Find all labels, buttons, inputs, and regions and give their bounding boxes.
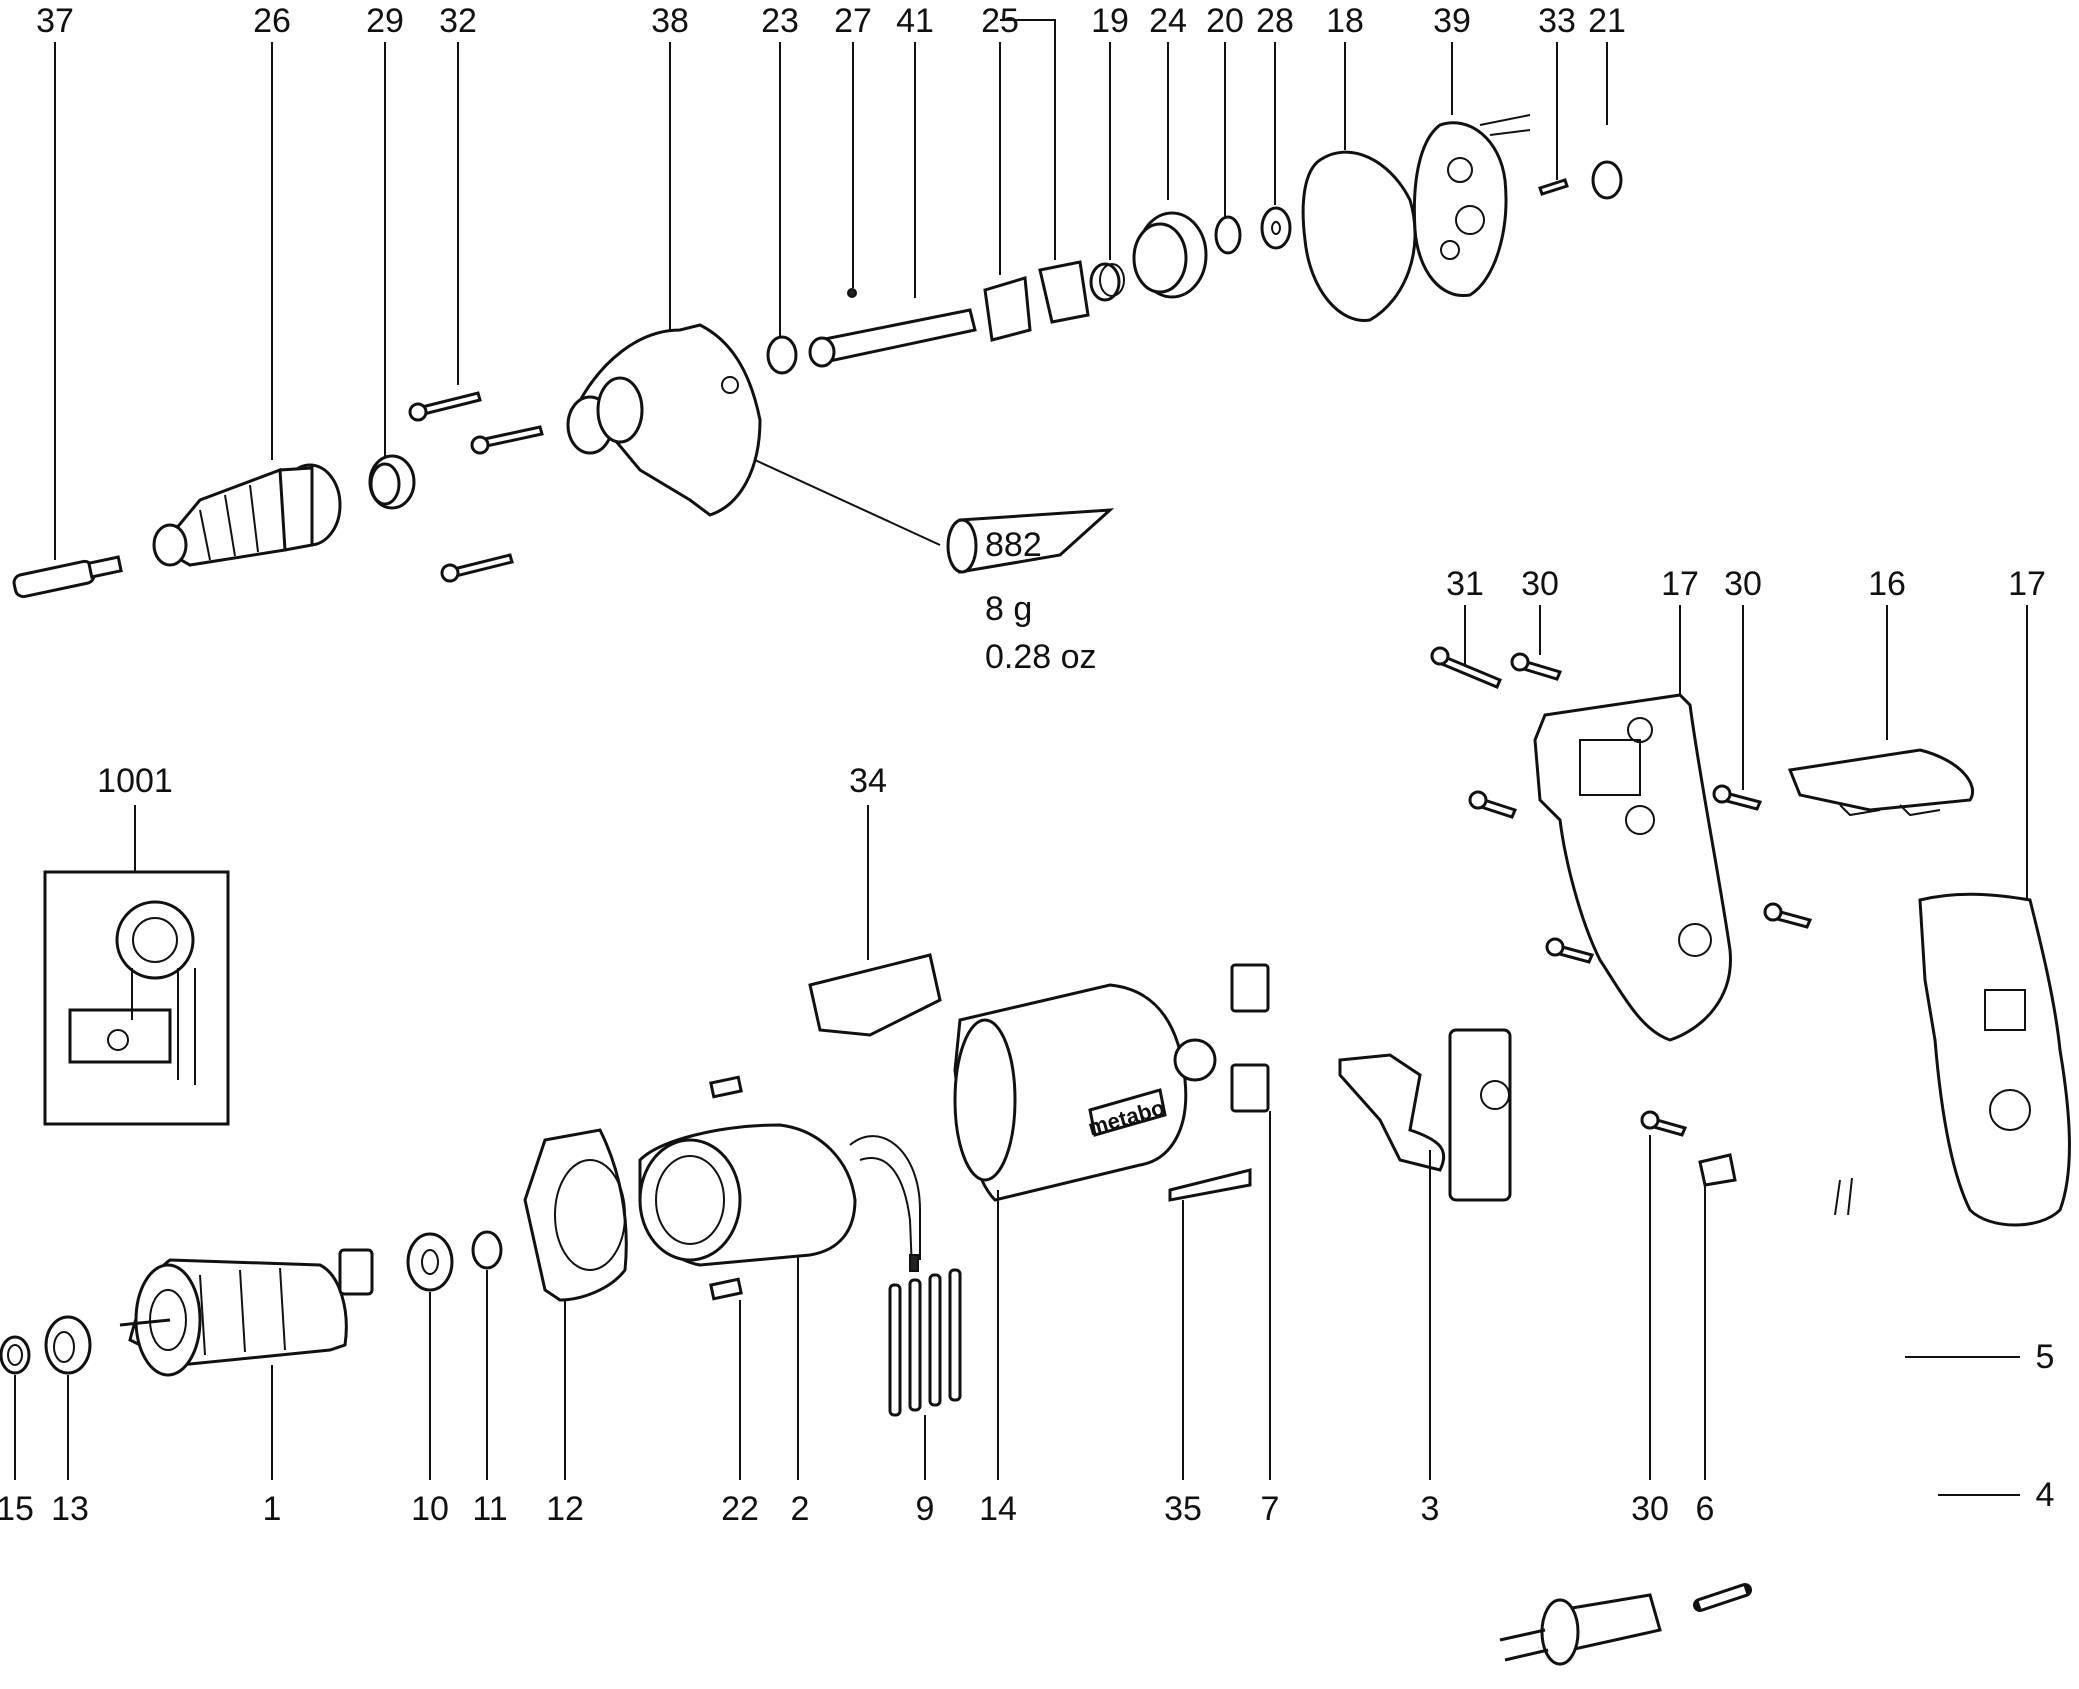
grease-code: 882	[985, 526, 1042, 564]
part-4-5-power-cord: 5 4	[1499, 1177, 2055, 1666]
part-17-handle-half-right	[1918, 892, 2071, 1227]
label-14: 14	[979, 1490, 1017, 1528]
top-leader-lines	[54, 19, 1608, 560]
part-11-ring	[471, 1230, 503, 1270]
label-39: 39	[1433, 2, 1471, 40]
mid-right-labels: 31 30 17 30 16 17	[1446, 565, 2046, 900]
label-3: 3	[1421, 1490, 1440, 1528]
part-22-brushes	[709, 1075, 743, 1301]
part-30-31-screws	[1430, 646, 1813, 1137]
part-16-switch-cover	[1787, 748, 1974, 817]
label-12: 12	[546, 1490, 584, 1528]
label-18: 18	[1326, 2, 1364, 40]
part-24-gear	[1132, 211, 1208, 299]
label-24: 24	[1149, 2, 1187, 40]
label-23: 23	[761, 2, 799, 40]
label-30a: 30	[1521, 565, 1559, 603]
part-19-spring	[1089, 262, 1125, 302]
bottom-leader-lines	[14, 1111, 1706, 1480]
grease-weight-g: 8 g	[985, 590, 1032, 628]
part-37-bit-holder	[12, 555, 123, 599]
part-10-bearing	[406, 1232, 454, 1292]
part-13-bearing	[44, 1315, 92, 1375]
label-37: 37	[36, 2, 74, 40]
label-26: 26	[253, 2, 291, 40]
label-16: 16	[1868, 565, 1906, 603]
part-3-switch	[1338, 1028, 1512, 1202]
part-33-screw	[1538, 178, 1569, 196]
bottom-labels: 15 13 1 10 11 12 22 2 9 14 35 7 3 30 6	[0, 1490, 1714, 1528]
label-22: 22	[721, 1490, 759, 1528]
part-38-gear-housing	[566, 323, 762, 517]
part-14-motor-housing: metabo	[953, 983, 1217, 1202]
label-31: 31	[1446, 565, 1484, 603]
label-2: 2	[791, 1490, 810, 1528]
label-20: 20	[1206, 2, 1244, 40]
label-13: 13	[51, 1490, 89, 1528]
part-2-stator	[638, 1123, 921, 1272]
part-32-screws	[408, 391, 544, 583]
label-30c: 30	[1631, 1490, 1669, 1528]
label-1001: 1001	[97, 762, 173, 800]
part-9-pins	[888, 1268, 962, 1417]
label-28: 28	[1256, 2, 1294, 40]
label-10: 10	[411, 1490, 449, 1528]
grease-weight-oz: 0.28 oz	[985, 638, 1097, 676]
label-9: 9	[916, 1490, 935, 1528]
label-17b: 17	[2008, 565, 2046, 603]
label-11: 11	[472, 1490, 507, 1528]
label-30b: 30	[1724, 565, 1762, 603]
label-35: 35	[1164, 1490, 1202, 1528]
label-29: 29	[366, 2, 404, 40]
part-39-bearing-plate	[1412, 114, 1531, 298]
label-5: 5	[2036, 1338, 2055, 1376]
label-15: 15	[0, 1490, 34, 1528]
part-12-fan-baffle	[523, 1128, 628, 1302]
label-17a: 17	[1661, 565, 1699, 603]
label-7: 7	[1261, 1490, 1280, 1528]
grease-tube-882: 882 8 g 0.28 oz	[946, 508, 1115, 676]
part-6-cord-clamp	[1698, 1153, 1737, 1187]
part-28-washer	[1260, 206, 1292, 250]
label-34: 34	[849, 762, 887, 800]
part-25-clutch	[983, 260, 1090, 342]
part-1-armature	[119, 1248, 374, 1377]
label-32: 32	[439, 2, 477, 40]
part-23-washer	[766, 335, 798, 375]
part-7-suppressors	[1230, 963, 1270, 1113]
part-18-gasket	[1301, 150, 1417, 322]
label-19: 19	[1091, 2, 1129, 40]
part-15-ring	[0, 1335, 31, 1375]
part-21-nut	[1591, 160, 1623, 200]
label-33: 33	[1538, 2, 1576, 40]
label-1: 1	[263, 1490, 282, 1528]
part-20-bearing	[1214, 215, 1242, 255]
part-27-ball	[847, 288, 857, 298]
inset-1001-wiring: 1001	[43, 762, 230, 1126]
top-labels: 37 26 29 32 38 23 27 41 25 19 24 20 28 1…	[36, 2, 1626, 40]
label-4: 4	[2036, 1476, 2055, 1514]
grease-leader	[754, 459, 941, 546]
label-38: 38	[651, 2, 689, 40]
part-17-handle-half-left	[1533, 693, 1732, 1042]
part-26-chuck	[152, 463, 342, 567]
part-41-spindle	[808, 308, 977, 368]
label-6: 6	[1696, 1490, 1715, 1528]
part-34-plate: 34	[808, 762, 942, 1037]
label-21: 21	[1588, 2, 1626, 40]
label-41: 41	[896, 2, 934, 40]
label-27: 27	[834, 2, 872, 40]
part-35-label	[1168, 1168, 1252, 1202]
part-29-nut	[368, 454, 416, 510]
